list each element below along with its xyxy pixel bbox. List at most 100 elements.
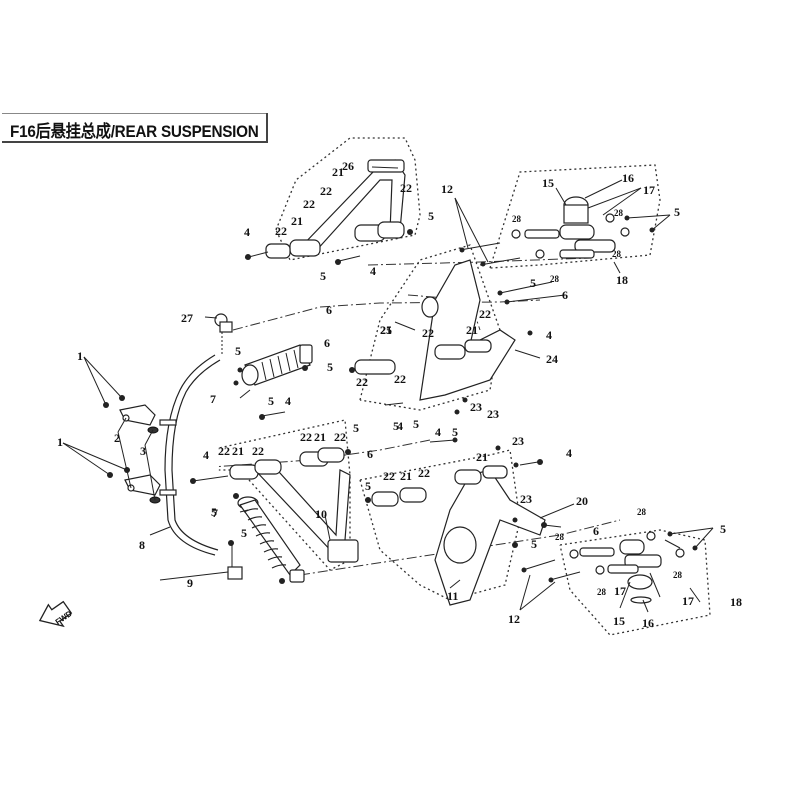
callout-5[interactable]: 5: [530, 276, 536, 290]
callout-22[interactable]: 22: [422, 326, 434, 340]
callout-28[interactable]: 28: [550, 274, 560, 284]
callout-17[interactable]: 17: [614, 584, 626, 598]
callout-23[interactable]: 23: [520, 492, 532, 506]
callout-22[interactable]: 22: [356, 375, 368, 389]
callout-4[interactable]: 4: [546, 328, 552, 342]
callout-6[interactable]: 6: [326, 303, 332, 317]
callout-23[interactable]: 23: [512, 434, 524, 448]
callout-11[interactable]: 11: [447, 589, 458, 603]
callout-22[interactable]: 22: [218, 444, 230, 458]
callout-20[interactable]: 20: [576, 494, 588, 508]
boundary-mid-bracket: [359, 244, 501, 411]
callout-28[interactable]: 28: [597, 587, 607, 597]
callout-5[interactable]: 5: [365, 479, 371, 493]
lower-shock-absorber: [237, 496, 305, 584]
callout-21[interactable]: 21: [476, 450, 488, 464]
callout-15[interactable]: 15: [542, 176, 554, 190]
callout-7[interactable]: 7: [210, 392, 216, 406]
callout-16[interactable]: 16: [642, 616, 654, 630]
upper-a-arm: [244, 159, 413, 265]
callout-21[interactable]: 21: [380, 323, 392, 337]
callout-26[interactable]: 26: [342, 159, 354, 173]
callout-5[interactable]: 5: [320, 269, 326, 283]
callout-8[interactable]: 8: [139, 538, 145, 552]
callout-28[interactable]: 28: [673, 570, 683, 580]
callout-22[interactable]: 22: [394, 372, 406, 386]
callout-21[interactable]: 21: [466, 323, 478, 337]
callout-6[interactable]: 6: [324, 336, 330, 350]
front-arrow-icon: FWD: [38, 600, 74, 628]
callout-4[interactable]: 4: [285, 394, 291, 408]
callout-10[interactable]: 10: [315, 507, 327, 521]
callout-12[interactable]: 12: [441, 182, 453, 196]
callout-4[interactable]: 4: [566, 446, 572, 460]
lower-bracket: [365, 437, 547, 606]
callout-3[interactable]: 3: [140, 444, 146, 458]
callout-4[interactable]: 4: [203, 448, 209, 462]
callout-4[interactable]: 4: [370, 264, 376, 278]
callout-21[interactable]: 21: [314, 430, 326, 444]
callout-22[interactable]: 22: [320, 184, 332, 198]
callout-17[interactable]: 17: [682, 594, 694, 608]
callout-18[interactable]: 18: [730, 595, 742, 609]
callout-28[interactable]: 28: [612, 249, 622, 259]
callout-22[interactable]: 22: [300, 430, 312, 444]
callout-5[interactable]: 5: [428, 209, 434, 223]
callout-5[interactable]: 5: [720, 522, 726, 536]
callout-6[interactable]: 6: [367, 447, 373, 461]
callout-22[interactable]: 22: [275, 224, 287, 238]
callout-5[interactable]: 5: [674, 205, 680, 219]
callout-5[interactable]: 5: [531, 537, 537, 551]
callout-21[interactable]: 21: [291, 214, 303, 228]
callout-16[interactable]: 16: [622, 171, 634, 185]
callout-5[interactable]: 5: [452, 425, 458, 439]
boundary-upper-arm: [275, 137, 421, 261]
callout-25[interactable]: 25: [380, 323, 392, 337]
callout-4[interactable]: 4: [397, 419, 403, 433]
callout-4[interactable]: 4: [244, 225, 250, 239]
callout-5[interactable]: 5: [211, 505, 217, 519]
callout-5[interactable]: 5: [241, 526, 247, 540]
callout-22[interactable]: 22: [400, 181, 412, 195]
callout-5[interactable]: 5: [393, 419, 399, 433]
callout-27[interactable]: 27: [181, 311, 193, 325]
callout-24[interactable]: 24: [546, 352, 558, 366]
callout-5[interactable]: 5: [268, 394, 274, 408]
callout-6[interactable]: 6: [562, 288, 568, 302]
callout-5[interactable]: 5: [327, 360, 333, 374]
callout-7[interactable]: 7: [212, 506, 218, 520]
callout-23[interactable]: 23: [487, 407, 499, 421]
callout-6[interactable]: 6: [593, 524, 599, 538]
callout-12[interactable]: 12: [508, 612, 520, 626]
diagram-title: F16后悬挂总成/REAR SUSPENSION: [10, 122, 259, 141]
centre-lines: [169, 257, 621, 576]
callout-21[interactable]: 21: [332, 165, 344, 179]
callout-9[interactable]: 9: [187, 576, 193, 590]
boundary-lower-bracket: [359, 449, 521, 601]
callout-28[interactable]: 28: [614, 208, 624, 218]
callout-22[interactable]: 22: [418, 466, 430, 480]
callout-1[interactable]: 1: [77, 349, 83, 363]
callout-1[interactable]: 1: [57, 435, 63, 449]
callout-22[interactable]: 22: [303, 197, 315, 211]
callout-5[interactable]: 5: [235, 344, 241, 358]
callout-5[interactable]: 5: [413, 417, 419, 431]
callout-21[interactable]: 21: [400, 469, 412, 483]
callout-5[interactable]: 5: [353, 421, 359, 435]
callout-2[interactable]: 2: [114, 431, 120, 445]
callout-22[interactable]: 22: [334, 430, 346, 444]
callout-22[interactable]: 22: [479, 307, 491, 321]
callout-22[interactable]: 22: [252, 444, 264, 458]
callout-21[interactable]: 21: [232, 444, 244, 458]
callout-28[interactable]: 28: [637, 507, 647, 517]
callout-18[interactable]: 18: [616, 273, 628, 287]
callout-4[interactable]: 4: [435, 425, 441, 439]
callout-23[interactable]: 23: [470, 400, 482, 414]
callout-28[interactable]: 28: [512, 214, 522, 224]
callout-22[interactable]: 22: [383, 469, 395, 483]
stabilizer-bar: [103, 354, 243, 580]
callout-17[interactable]: 17: [643, 183, 655, 197]
mid-bracket: [349, 259, 533, 415]
callout-28[interactable]: 28: [555, 532, 565, 542]
callout-15[interactable]: 15: [613, 614, 625, 628]
